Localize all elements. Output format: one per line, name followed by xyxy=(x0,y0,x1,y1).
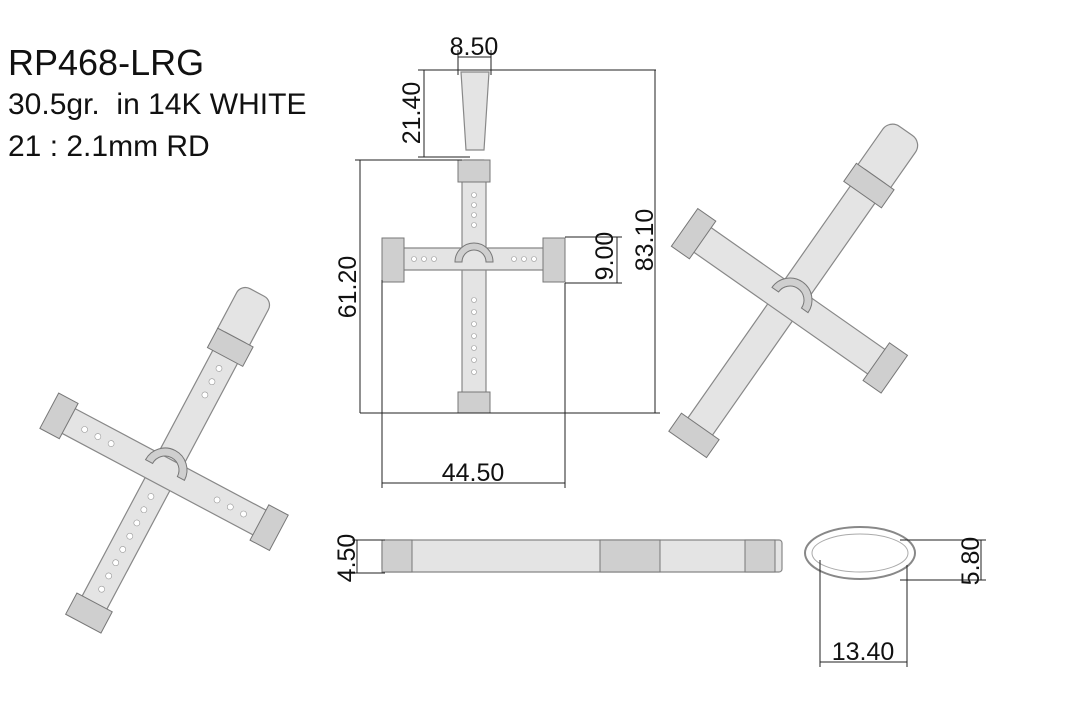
dim-bail-depth: 13.40 xyxy=(832,638,895,666)
dim-bail-thickness: 5.80 xyxy=(957,537,985,586)
model-number: RP468-LRG xyxy=(8,42,205,83)
dim-arm-height: 9.00 xyxy=(591,232,619,281)
dim-bail-height: 21.40 xyxy=(398,82,426,145)
dim-thickness: 4.50 xyxy=(333,534,361,583)
dimension-labels: 8.50 21.40 61.20 9.00 83.10 44.50 4.50 5… xyxy=(333,33,985,666)
stone-spec: 21 : 2.1mm RD xyxy=(8,130,210,163)
weight-spec: 30.5gr. in 14K WHITE xyxy=(8,88,307,121)
perspective-view-right xyxy=(668,123,919,459)
dim-cross-height: 61.20 xyxy=(334,256,362,319)
dim-bail-width: 8.50 xyxy=(450,33,499,61)
dimension-lines xyxy=(352,50,986,667)
dim-cross-width: 44.50 xyxy=(442,459,505,487)
perspective-view-left xyxy=(39,286,289,634)
side-view xyxy=(381,526,916,580)
front-view xyxy=(381,71,566,414)
dim-total-height: 83.10 xyxy=(631,209,659,272)
